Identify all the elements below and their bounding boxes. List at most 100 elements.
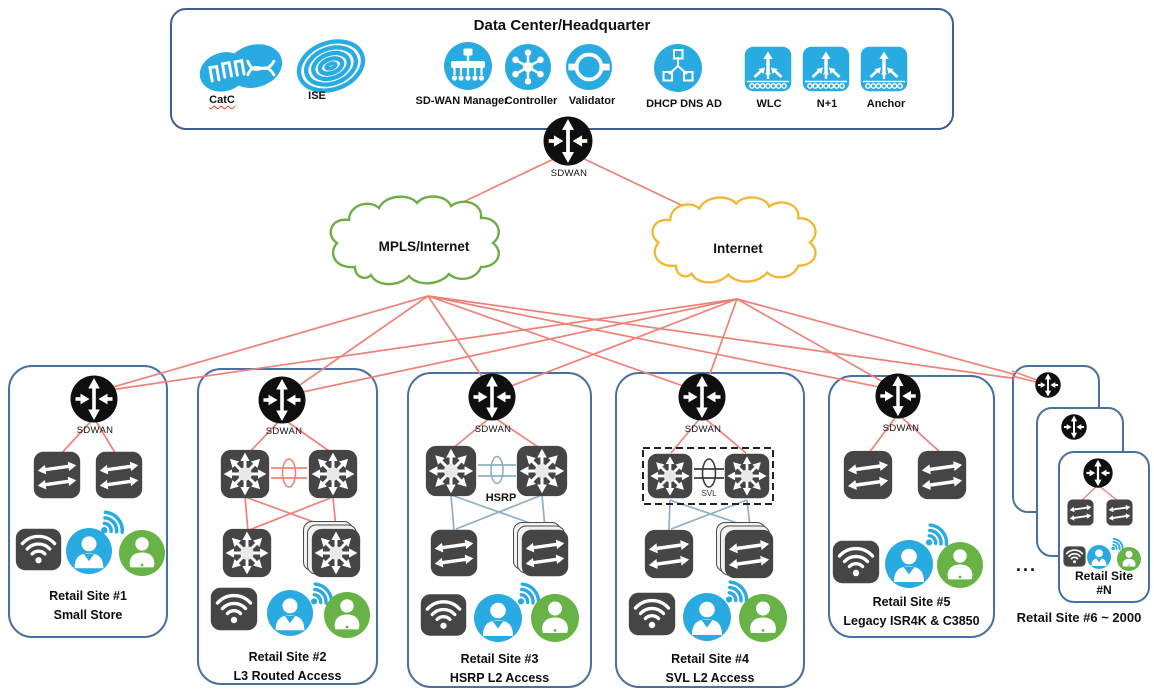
l2-switch-icon <box>917 450 967 500</box>
l2-switch-icon <box>95 451 143 499</box>
wlc-label: WLC <box>756 98 782 110</box>
site1: SDWAN Retail Site #1 Small Store <box>8 365 168 638</box>
catc-icon <box>194 40 288 98</box>
stacked-l2-switch-icon <box>521 529 569 577</box>
laptop-user-icon <box>1117 547 1141 571</box>
l2-switch-icon <box>430 529 478 577</box>
access-point-icon <box>628 592 676 636</box>
user-icon <box>885 540 933 588</box>
site-subtitle: SVL L2 Access <box>665 670 755 685</box>
dc-sdwan-label: SDWAN <box>550 168 588 179</box>
user-icon <box>66 528 112 574</box>
site-title: Retail Site #1 <box>49 589 127 603</box>
laptop-user-icon <box>119 530 165 576</box>
svl-label: SVL <box>701 489 717 498</box>
router-icon <box>468 373 516 421</box>
svl-dashed-box <box>642 447 774 505</box>
mpls-cloud-label: MPLS/Internet <box>378 239 470 254</box>
router-icon <box>258 376 306 424</box>
site4: SDWAN SVL Retail Site #4 SVL L2 Access <box>615 372 805 688</box>
controller-label: Controller <box>504 95 558 107</box>
user-icon <box>474 594 522 642</box>
more-sites-caption: Retail Site #6 ~ 2000 <box>1016 610 1142 625</box>
router-icon <box>1083 458 1113 488</box>
hsrp-label: HSRP <box>485 492 517 504</box>
laptop-user-icon <box>324 592 370 638</box>
ellipsis: ... <box>1016 555 1038 575</box>
validator-icon <box>566 44 612 90</box>
data-center-title: Data Center/Headquarter <box>473 17 651 34</box>
user-icon <box>1087 545 1111 569</box>
site-caption: Retail Site #3 HSRP L2 Access <box>407 650 592 688</box>
l2-switch-icon <box>33 451 81 499</box>
anchor-label: Anchor <box>866 98 906 110</box>
l3-switch-icon <box>516 445 568 497</box>
access-point-icon <box>832 540 880 584</box>
site3: SDWAN HSRP Retail Site #3 HSRP L2 Access <box>407 372 592 688</box>
l3-switch-icon <box>220 449 270 499</box>
site-subtitle: Legacy ISR4K & C3850 <box>843 613 980 628</box>
user-icon <box>683 593 731 641</box>
l3-switch-icon <box>425 445 477 497</box>
site-title: Retail Site #4 <box>671 652 749 666</box>
n-plus-1-label: N+1 <box>816 98 838 110</box>
stacked-l2-switch-icon <box>724 529 774 579</box>
validator-label: Validator <box>568 95 616 107</box>
router-icon <box>1061 414 1087 440</box>
internet-cloud-label: Internet <box>713 241 763 256</box>
access-point-icon <box>420 593 467 637</box>
site-title-2: #N <box>1096 583 1112 598</box>
internet-cloud <box>651 196 817 284</box>
site5: SDWAN Retail Site #5 Legacy ISR4K & C385… <box>828 375 995 638</box>
site-title: Retail Site <box>1074 569 1134 583</box>
site-caption: Retail Site #5 Legacy ISR4K & C3850 <box>828 593 995 631</box>
site5-card <box>828 375 995 638</box>
laptop-user-icon <box>531 594 579 642</box>
site2: SDWAN Retail Site #2 L3 Routed Access <box>197 368 378 685</box>
user-icon <box>267 590 313 636</box>
wlc-icon <box>744 46 792 92</box>
router-label: SDWAN <box>76 425 114 436</box>
l2-switch-icon <box>1106 499 1133 526</box>
ise-icon <box>292 36 370 96</box>
l3-switch-icon <box>222 528 272 578</box>
n-plus-1-icon <box>802 46 850 92</box>
stacked-l3-switch-icon <box>311 528 361 578</box>
access-point-icon <box>210 587 258 631</box>
dhcp-dns-ad-icon <box>654 44 702 92</box>
site-caption: Retail Site #2 L3 Routed Access <box>197 648 378 686</box>
l2-switch-icon <box>644 529 694 579</box>
l2-switch-icon <box>843 450 893 500</box>
site-caption: Retail Site #1 Small Store <box>8 587 168 625</box>
site-subtitle: HSRP L2 Access <box>449 670 550 685</box>
router-icon <box>1035 372 1061 398</box>
laptop-user-icon <box>739 594 787 642</box>
ise-label: ISE <box>308 90 326 102</box>
l3-switch-icon <box>308 449 358 499</box>
router-label: SDWAN <box>684 424 722 435</box>
site-title: Retail Site #3 <box>460 652 539 666</box>
l3-switch-icon <box>724 453 770 499</box>
site-subtitle: Small Store <box>53 607 123 622</box>
laptop-user-icon <box>937 542 983 588</box>
sdwan-manager-label: SD-WAN Manager <box>415 95 509 107</box>
l3-switch-icon <box>647 453 693 499</box>
router-label: SDWAN <box>265 426 303 437</box>
site-title: Retail Site #5 <box>872 595 951 609</box>
sdwan-manager-icon <box>444 42 492 90</box>
access-point-icon <box>15 528 62 571</box>
anchor-icon <box>860 46 908 92</box>
router-label: SDWAN <box>474 424 512 435</box>
controller-icon <box>505 44 551 90</box>
site-caption: Retail Site #4 SVL L2 Access <box>615 650 805 688</box>
mini-links <box>1080 484 1119 502</box>
site-title: Retail Site #2 <box>248 650 327 664</box>
access-point-icon <box>1063 546 1086 567</box>
front-site-content: Retail Site #N <box>1058 451 1150 603</box>
dhcp-dns-ad-label: DHCP DNS AD <box>646 98 722 110</box>
router-icon <box>875 373 921 419</box>
dc-sdwan-router-icon <box>543 116 593 166</box>
router-icon <box>70 375 118 423</box>
router-icon <box>678 373 726 421</box>
